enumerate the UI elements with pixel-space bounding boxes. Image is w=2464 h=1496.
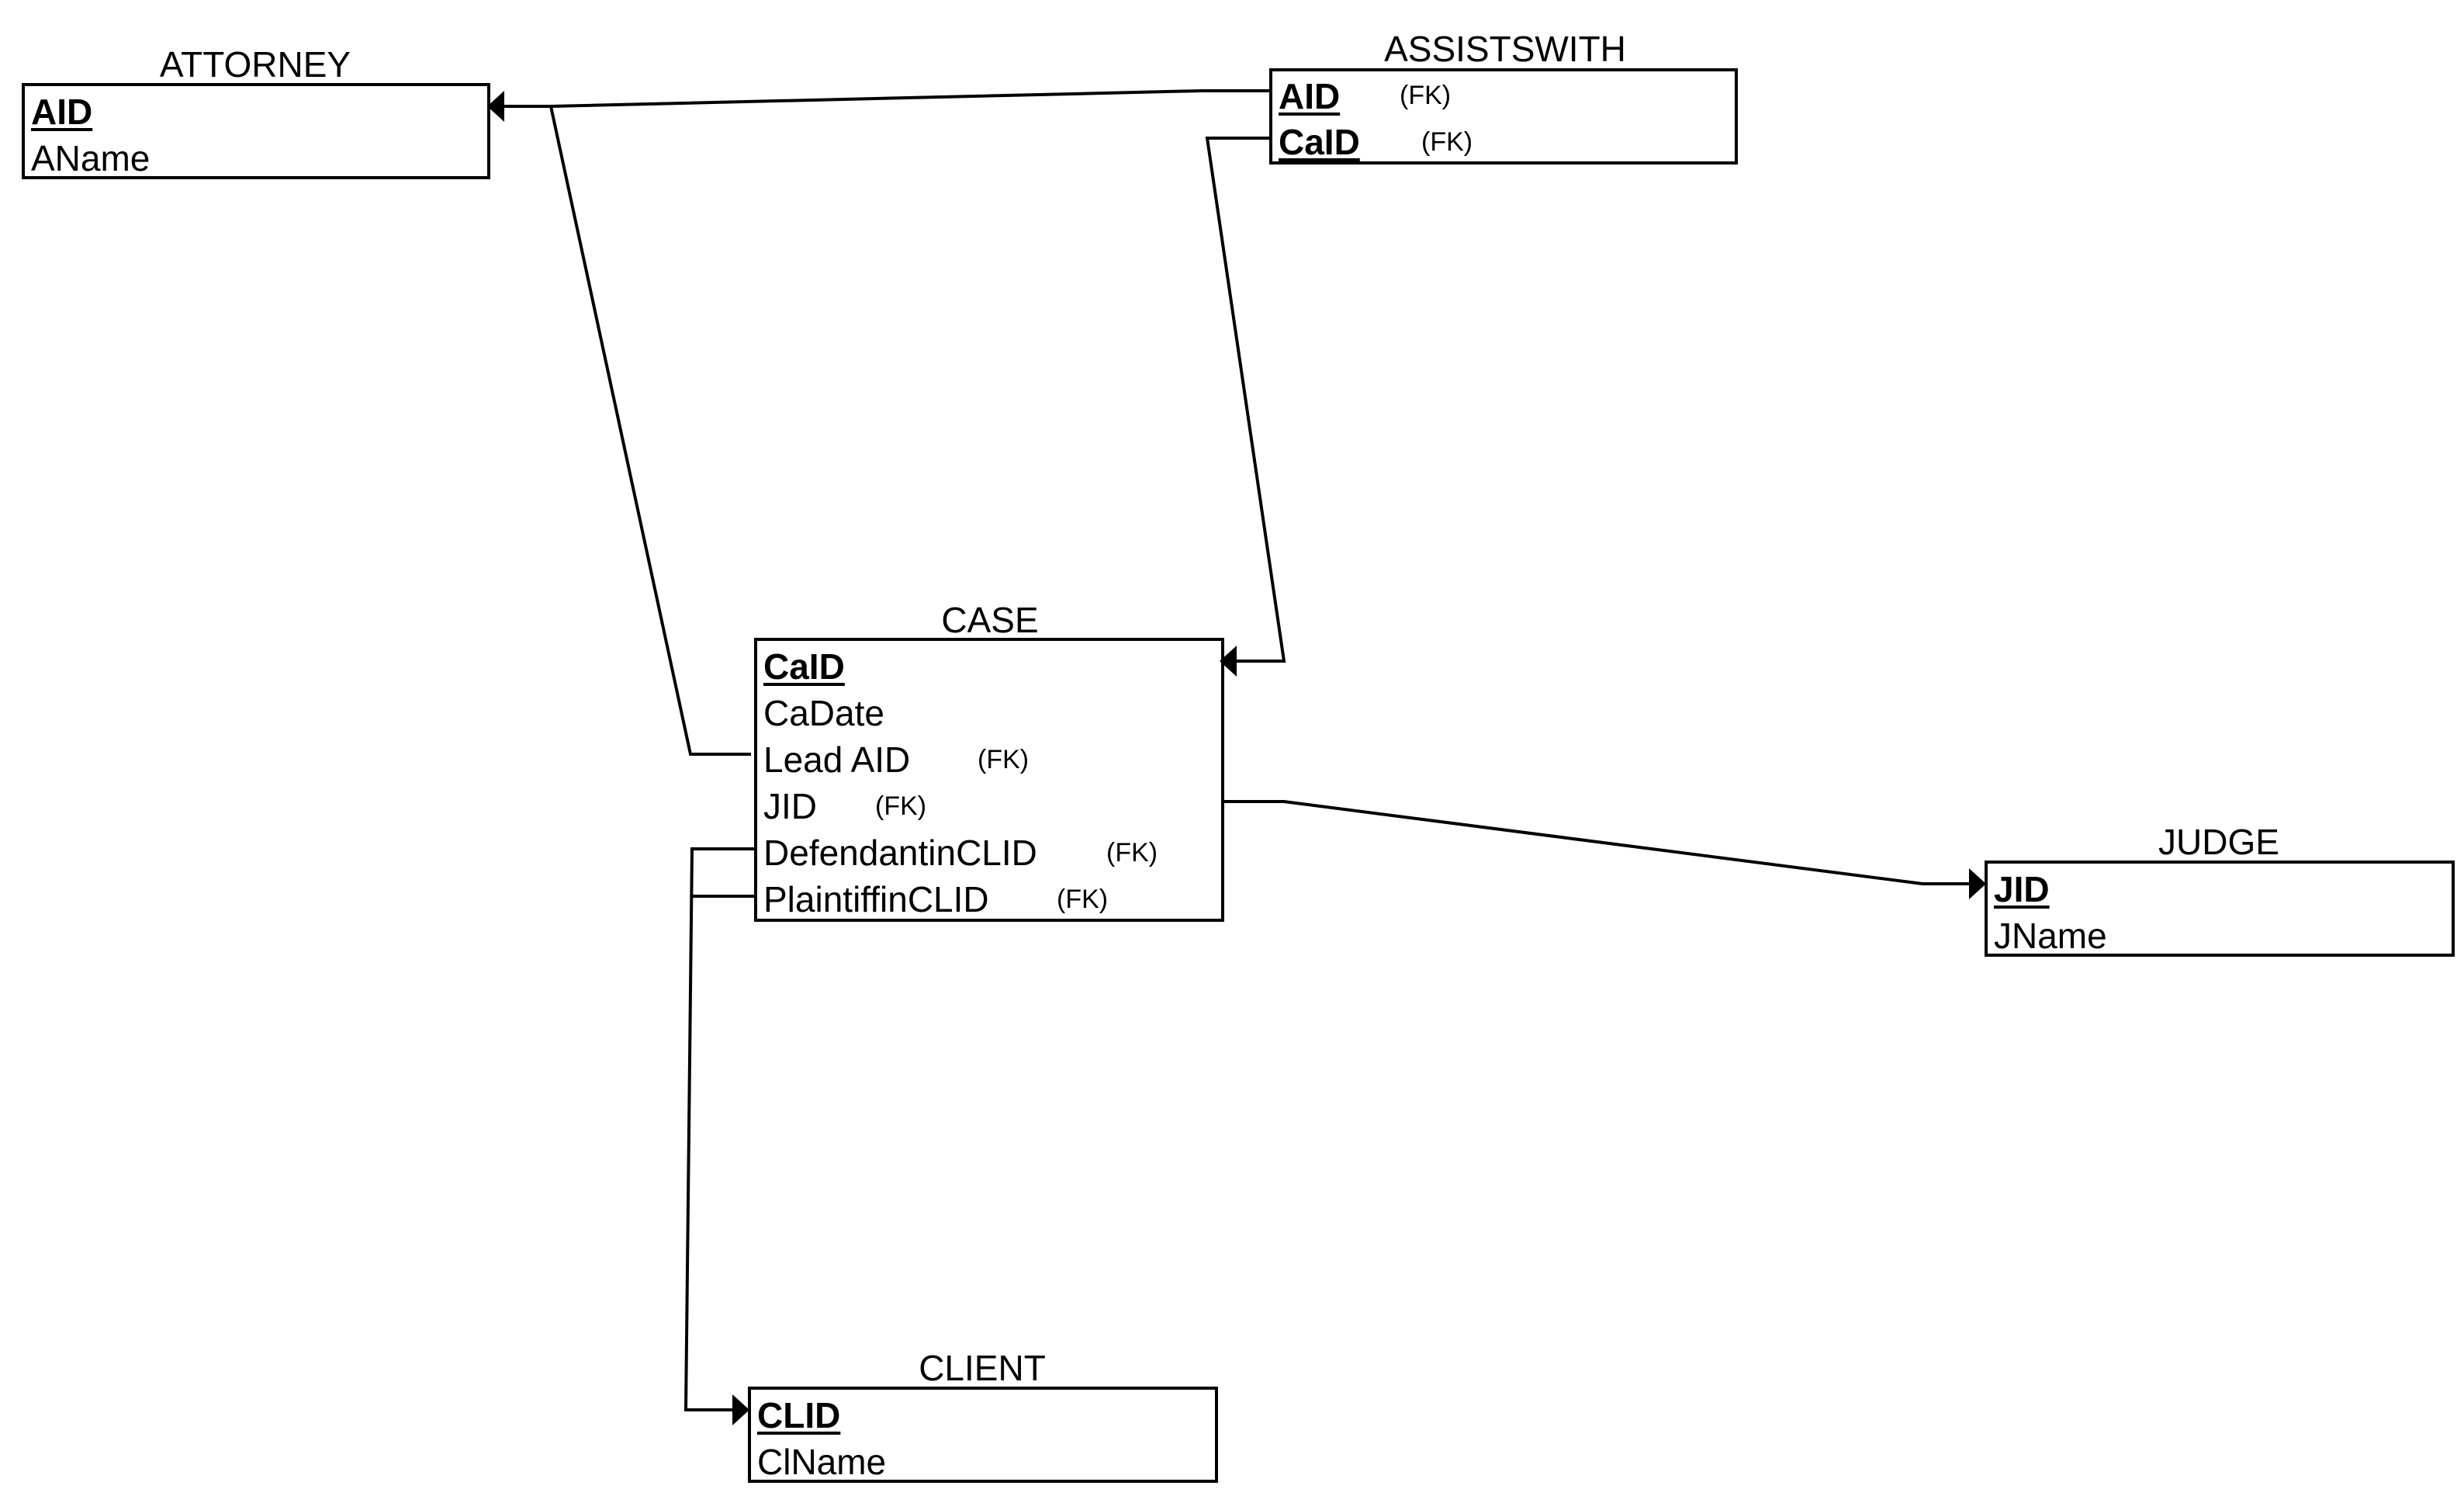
case-fk-label-lead-aid: (FK) (978, 745, 1030, 774)
entity-client: CLID ClName (748, 1387, 1218, 1483)
assistswith-pk-aid: AID (1279, 76, 1341, 116)
client-attr-clname: ClName (757, 1442, 887, 1482)
attorney-pk-aid: AID (31, 92, 93, 132)
case-attr-lead-aid: Lead AID (763, 739, 911, 780)
assistswith-fk-label-caid: (FK) (1421, 127, 1473, 157)
rel-assistswith-aid-to-attorney (504, 89, 1271, 108)
entity-judge: JID JName (1985, 861, 2455, 957)
case-attr-plaintiffinclid: PlaintiffinCLID (763, 879, 989, 919)
entity-attorney: AID AName (22, 83, 490, 179)
case-attr-jid: JID (763, 786, 817, 826)
entity-assistswith: AID (FK) CaID (FK) (1269, 68, 1738, 164)
case-fk-label-plaintiffinclid: (FK) (1057, 885, 1109, 914)
case-attr-defendantinclid: DefendantinCLID (763, 833, 1037, 873)
entity-title-judge: JUDGE (2158, 822, 2279, 862)
rel-case-defendant-to-client (683, 847, 756, 1411)
judge-pk-jid: JID (1994, 869, 2050, 909)
entity-title-attorney: ATTORNEY (159, 44, 351, 85)
arrowhead-judge (1969, 868, 1986, 899)
assistswith-pk-caid: CaID (1279, 122, 1360, 162)
judge-attr-jname: JName (1994, 916, 2107, 956)
assistswith-fk-label-aid: (FK) (1400, 81, 1452, 110)
arrowhead-case (1220, 646, 1237, 677)
entity-case: CaID CaDate Lead AID (FK) JID (FK) Defen… (754, 638, 1224, 922)
rel-case-jid-to-judge (1223, 800, 1969, 885)
case-pk-caid: CaID (763, 646, 845, 687)
entity-title-case: CASE (941, 600, 1039, 640)
client-pk-clid: CLID (757, 1395, 841, 1435)
entity-title-client: CLIENT (919, 1348, 1046, 1388)
arrowhead-client (732, 1394, 749, 1425)
arrowhead-attorney-1 (487, 91, 504, 122)
rel-case-leadaid-to-attorney (549, 106, 751, 756)
case-fk-label-jid: (FK) (875, 791, 927, 821)
entity-title-assistswith: ASSISTSWITH (1384, 29, 1626, 69)
rel-assistswith-caid-to-case (1205, 137, 1286, 663)
attorney-attr-aname: AName (31, 138, 151, 178)
case-fk-label-defendantinclid: (FK) (1106, 838, 1158, 867)
case-attr-cadate: CaDate (763, 693, 884, 733)
